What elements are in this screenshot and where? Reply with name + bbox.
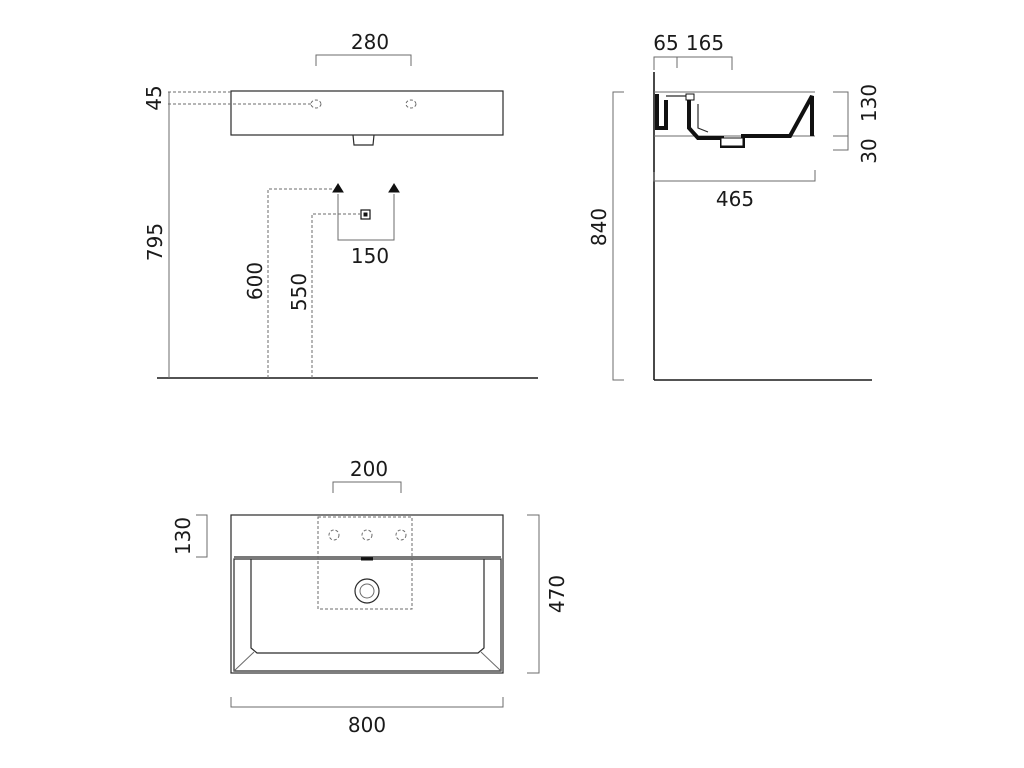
top-dim-470-label: 470 <box>545 575 569 613</box>
top-dim-800-line <box>230 697 504 708</box>
top-dim-800-label: 800 <box>348 713 386 737</box>
front-drain-stub <box>352 134 375 146</box>
top-tap-hole-left <box>328 529 340 541</box>
side-dim-30-label: 30 <box>857 138 881 163</box>
side-dim-465-label: 465 <box>716 187 754 211</box>
top-basin-outline <box>230 514 504 674</box>
top-view: 200 130 470 800 <box>171 457 569 737</box>
side-dim-840-line <box>612 91 624 381</box>
front-dim-150-label: 150 <box>351 244 389 268</box>
front-view: 280 45 795 600 550 150 <box>142 30 538 379</box>
side-dim-130-label: 130 <box>857 84 881 122</box>
side-waste-fitting <box>720 137 744 147</box>
side-dim-65-label: 65 <box>653 31 678 55</box>
front-dim-795-label: 795 <box>143 223 167 261</box>
front-supply-valve-right <box>388 183 400 193</box>
top-dim-130-label: 130 <box>171 517 195 555</box>
top-drain-outer <box>354 578 380 604</box>
top-dim-130-line <box>196 514 208 558</box>
front-dim-280-line <box>315 54 412 66</box>
top-bowl-outer <box>233 558 502 672</box>
front-dim-600-line <box>267 188 333 378</box>
front-dim-550-line <box>311 213 361 378</box>
top-tap-hole-center <box>361 529 373 541</box>
top-dim-470-line <box>527 514 540 674</box>
front-tap-hole-left <box>310 99 322 109</box>
front-dim-280-label: 280 <box>351 30 389 54</box>
front-basin-outline <box>230 90 504 136</box>
side-dim-65-165-line <box>653 56 733 70</box>
front-dim-550-label: 550 <box>287 273 311 311</box>
front-waste-outlet-core <box>363 212 368 217</box>
top-dim-200-label: 200 <box>350 457 388 481</box>
top-tap-hole-right <box>395 529 407 541</box>
side-view: 65 165 130 30 465 840 <box>587 31 881 381</box>
front-supply-valve-left <box>332 183 344 193</box>
front-dim-600-label: 600 <box>243 262 267 300</box>
front-dim-45-label: 45 <box>142 85 166 110</box>
side-dim-165-label: 165 <box>686 31 724 55</box>
top-bowl-corner-lines <box>233 651 502 672</box>
side-dim-465-line <box>653 170 816 182</box>
side-tap-fitting <box>685 93 695 101</box>
top-drain-inner <box>359 583 375 599</box>
side-dim-840-label: 840 <box>587 208 611 246</box>
side-dim-130-30-line <box>833 91 849 151</box>
top-dim-200-line <box>332 481 402 493</box>
front-tap-hole-right <box>405 99 417 109</box>
top-bowl-inner <box>250 559 485 654</box>
top-mounting-zone <box>317 516 413 610</box>
side-basin-inner <box>666 95 741 142</box>
front-dim-150-line <box>337 194 395 241</box>
